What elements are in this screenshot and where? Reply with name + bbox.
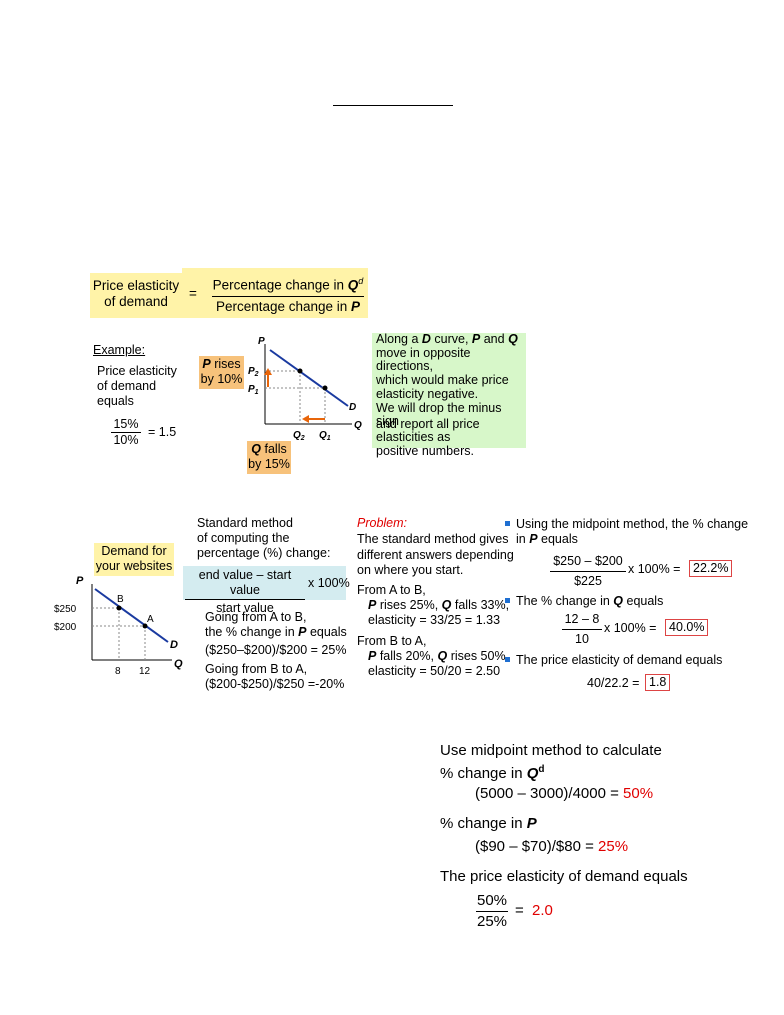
standard-ab-text: Going from A to B, the % change in P equ… [205, 610, 347, 639]
problem-ab: From A to B, P rises 25%, Q falls 33%, e… [357, 583, 510, 627]
definition-label-line1: Price elasticity [92, 278, 180, 293]
standard-ab-calc: ($250–$200)/$200 = 25% [205, 643, 347, 657]
midpoint-bullet-3 [505, 657, 510, 662]
example-title: Example: [93, 343, 146, 357]
midpoint-b1-result: 22.2% [689, 560, 733, 577]
top-rule [333, 105, 453, 106]
websites-curve-label: D [170, 639, 178, 651]
problem-text: The standard method gives different answ… [357, 532, 514, 577]
example-result: = 1.5 [148, 425, 177, 439]
standard-method-text: Standard method of computing the percent… [197, 516, 331, 560]
definition-formula-box [182, 268, 368, 318]
problem-ba: From B to A, P falls 20%, Q rises 50%, e… [357, 634, 510, 678]
midpoint-b1-text: Using the midpoint method, the % change … [516, 517, 749, 546]
standard-ba-text: Going from B to A, ($200-$250)/$250 =-20… [205, 662, 345, 691]
exercise-fraction-result: 2.0 [532, 902, 553, 919]
example-curve-label: D [349, 402, 356, 413]
example-q2-label: Q2 [293, 430, 305, 442]
websites-price-high-label: $250 [54, 604, 77, 615]
midpoint-b3-calc: 40/22.2 = [587, 676, 640, 690]
midpoint-bullet-2 [505, 598, 510, 603]
example-demand-curve [269, 349, 349, 407]
example-p-axis-label: P [258, 336, 265, 347]
definition-fraction: Percentage change in Qd Percentage chang… [212, 273, 364, 315]
exercise-calc1: (5000 – 3000)/4000 = 50% [475, 785, 654, 802]
midpoint-b2-result: 40.0% [665, 619, 709, 636]
websites-point-a [142, 623, 148, 629]
websites-price-low-label: $200 [54, 622, 77, 633]
definition-numerator: Percentage change in Qd [212, 276, 364, 293]
standard-formula-fraction: end value – start value start value [185, 568, 305, 616]
example-demand-graph: P Q P2 P1 Q2 Q1 D [248, 336, 362, 442]
q-falls-box: Q falls by 15% [247, 441, 291, 474]
websites-p-axis-label: P [76, 575, 84, 587]
exercise-calc2: ($90 – $70)/$80 = 25% [475, 838, 629, 855]
note-box: Along a D curve, P and Q move in opposit… [372, 332, 526, 458]
example-p-arrowhead [264, 368, 272, 375]
websites-qty-high-label: 12 [139, 666, 151, 677]
example-fraction: 15% 10% [111, 417, 141, 448]
example-p2-label: P2 [248, 366, 259, 378]
problem-title: Problem: [357, 516, 408, 530]
websites-demand-graph: P Q $250 $200 8 12 B A D [54, 575, 183, 677]
exercise-line1: Use midpoint method to calculate [440, 742, 662, 759]
midpoint-b1-mult: x 100% = [628, 562, 681, 576]
exercise-calc1-result: 50% [623, 785, 654, 802]
exercise-fraction: 50% 25% [476, 892, 508, 930]
definition-equals: = [189, 286, 197, 301]
midpoint-b2-mult: x 100% = [604, 621, 657, 635]
websites-demand-curve [94, 588, 169, 643]
midpoint-b1-fraction: $250 – $200 $225 [550, 554, 626, 589]
definition-label-line2: of demand [104, 294, 168, 309]
definition-denominator: Percentage change in P [215, 298, 361, 314]
standard-formula-box [183, 566, 346, 600]
websites-q-axis-label: Q [174, 658, 183, 670]
websites-qty-low-label: 8 [115, 666, 121, 677]
websites-point-b-label: B [117, 594, 124, 605]
definition-label-box: Price elasticity of demand [90, 273, 182, 318]
midpoint-b2-fraction: 12 – 8 10 [562, 612, 602, 647]
midpoint-b2-text: The % change in Q equals [516, 594, 664, 608]
exercise-calc2-result: 25% [598, 838, 629, 855]
example-q-arrowhead [302, 415, 309, 423]
midpoint-bullet-1 [505, 521, 510, 526]
example-p1-label: P1 [248, 384, 259, 396]
websites-point-b [116, 605, 122, 611]
example-point-lower [322, 385, 328, 391]
exercise-line4: The price elasticity of demand equals [440, 868, 688, 885]
exercise-line3: % change in P [440, 815, 537, 832]
standard-formula-mult: x 100% [308, 576, 350, 590]
websites-point-a-label: A [147, 614, 154, 625]
example-q-axis-label: Q [354, 420, 362, 431]
example-q1-label: Q1 [319, 430, 331, 442]
example-point-upper [297, 368, 303, 374]
exercise-line2: % change in Qd [440, 764, 545, 782]
p-rises-box: P rises by 10% [199, 356, 244, 389]
exercise-fraction-equals: = [515, 902, 524, 919]
example-text: Price elasticity of demand equals [97, 364, 177, 408]
websites-label-box: Demand for your websites [94, 543, 174, 576]
midpoint-b3-text: The price elasticity of demand equals [516, 653, 723, 667]
midpoint-b3-result: 1.8 [645, 674, 671, 691]
